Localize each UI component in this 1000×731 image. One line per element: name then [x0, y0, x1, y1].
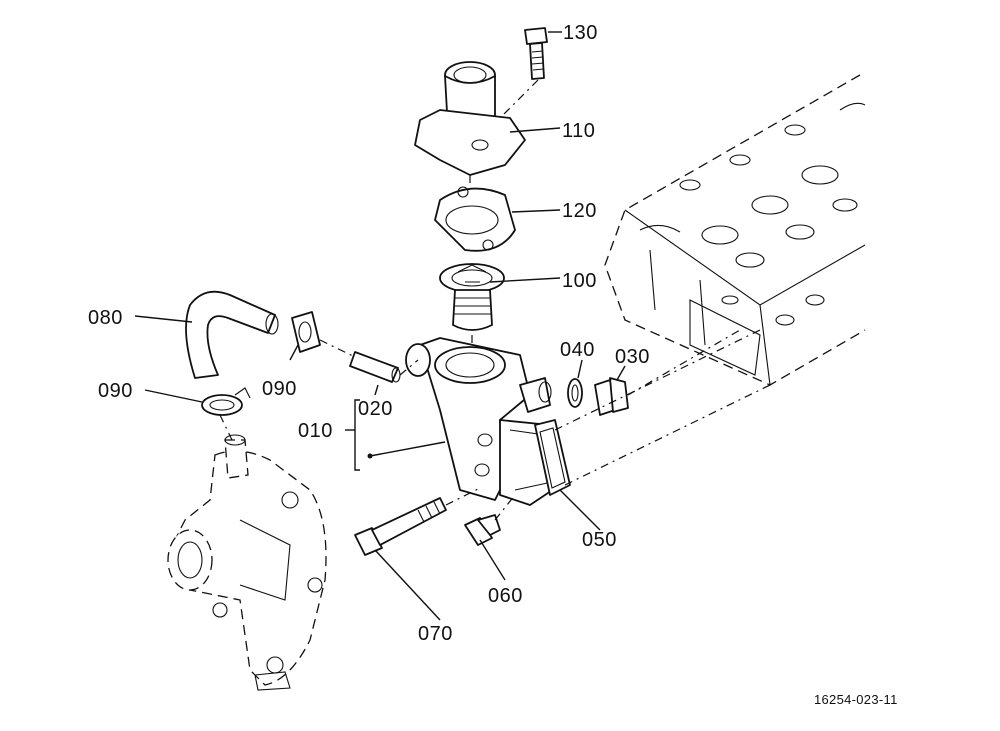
label-080: 080	[88, 307, 123, 329]
gasket-120	[434, 186, 516, 252]
label-090-lower: 090	[98, 380, 133, 402]
water-pump	[167, 434, 327, 691]
plug-060	[464, 494, 516, 546]
plug-030	[594, 329, 741, 416]
leader-lines	[134, 31, 626, 621]
thermostat-cover-110	[414, 61, 526, 200]
label-130: 130	[563, 22, 598, 44]
label-020: 020	[358, 398, 393, 420]
label-100: 100	[562, 270, 597, 292]
clamp-090-upper	[291, 311, 356, 358]
label-040: 040	[560, 339, 595, 361]
label-060: 060	[488, 585, 523, 607]
clamp-090-lower	[201, 387, 251, 441]
thermostat-100	[439, 263, 505, 350]
diagram-reference-number: 16254-023-11	[814, 692, 898, 707]
pipe-020	[349, 351, 419, 383]
label-070: 070	[418, 623, 453, 645]
washer-040	[567, 378, 583, 408]
bolt-130	[477, 27, 548, 141]
label-050: 050	[582, 529, 617, 551]
label-110: 110	[562, 120, 595, 142]
label-030: 030	[615, 346, 650, 368]
hose-080	[185, 290, 279, 379]
thermostat-housing-010	[405, 337, 561, 506]
label-120: 120	[562, 200, 597, 222]
cylinder-head	[604, 74, 866, 386]
label-010: 010	[298, 420, 333, 442]
label-090-upper: 090	[262, 378, 297, 400]
bolt-070	[354, 487, 481, 556]
gasket-050	[534, 419, 571, 496]
